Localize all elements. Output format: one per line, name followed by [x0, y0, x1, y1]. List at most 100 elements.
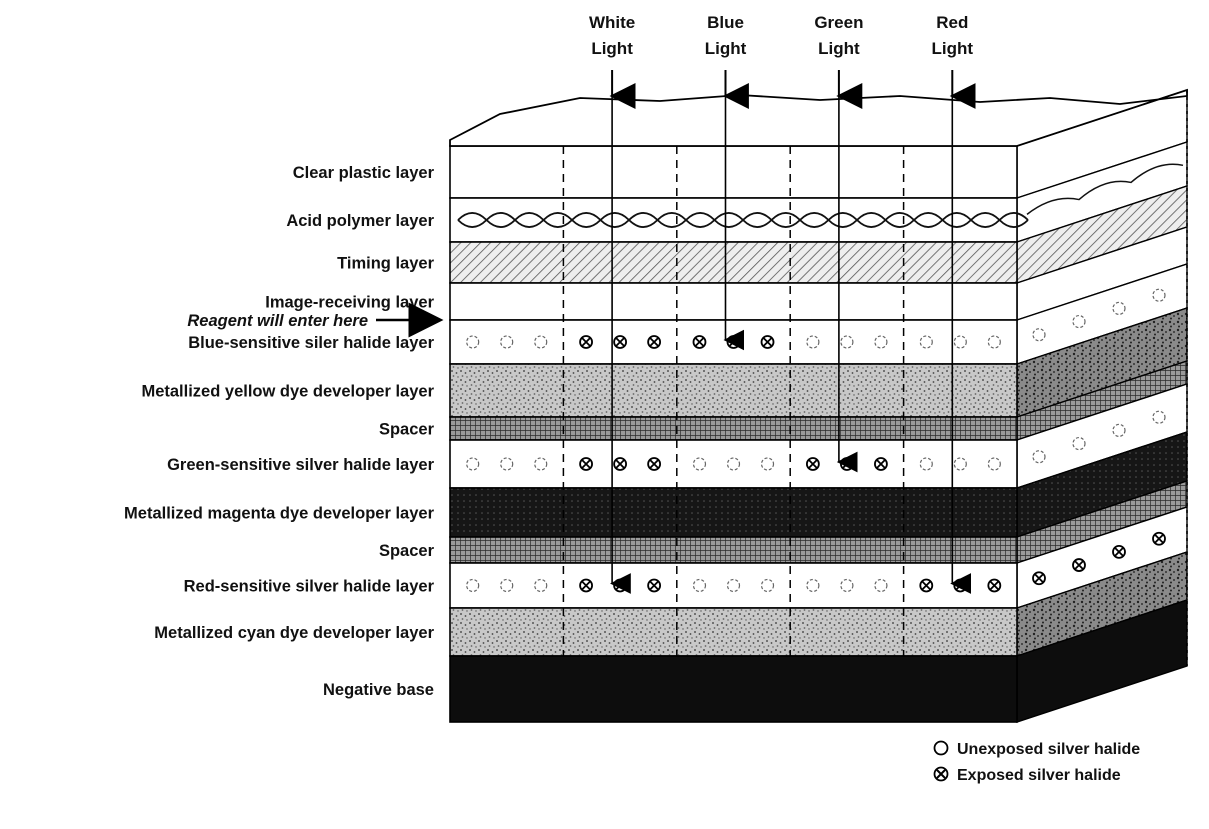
unexposed-halide-grain [726, 578, 741, 593]
unexposed-halide-grain [500, 578, 514, 593]
side-halide-grain [1112, 301, 1126, 315]
unexposed-halide-grain [500, 335, 514, 349]
unexposed-halide-grain [760, 457, 775, 471]
layer-label-clear: Clear plastic layer [293, 164, 435, 182]
unexposed-halide-grain [692, 578, 707, 593]
exposed-halide-grain [953, 578, 968, 593]
exposed-halide-grain [760, 335, 775, 349]
block-front-face [449, 145, 1029, 723]
side-halide-grain [1032, 328, 1046, 342]
exposed-halide-grain [692, 335, 707, 349]
front-layer-spacer-2 [449, 536, 1018, 564]
unexposed-halide-grain [760, 578, 775, 593]
exposed-halide-grain [613, 335, 627, 349]
light-label-line2: Light [705, 39, 747, 58]
layer-label-green-halide: Green-sensitive silver halide layer [167, 456, 434, 474]
exposed-halide-grain [805, 457, 820, 471]
layer-label-spacer-2: Spacer [379, 542, 435, 560]
side-halide-grain [1152, 531, 1166, 546]
unexposed-halide-grain [987, 457, 1001, 471]
side-halide-grain [1112, 545, 1126, 559]
acid-polymer-strand [457, 212, 1029, 228]
layer-label-timing: Timing layer [337, 255, 434, 273]
legend-label: Exposed silver halide [957, 767, 1121, 784]
exposed-halide-grain [987, 578, 1002, 593]
layer-label-receiving: Image-receiving layer [265, 294, 434, 312]
exposed-halide-grain [874, 457, 888, 471]
unexposed-halide-grain [534, 335, 548, 349]
exposed-halide-grain [647, 335, 662, 349]
light-label-line1: Blue [707, 13, 744, 32]
unexposed-halide-grain [953, 457, 967, 471]
block-side-face [1016, 89, 1188, 723]
layer-label-blue-halide: Blue-sensitive siler halide layer [188, 334, 434, 352]
unexposed-halide-grain [874, 335, 888, 349]
side-halide-grain [1072, 436, 1086, 451]
exposed-halide-grain [647, 457, 662, 471]
front-layer-magenta-dye [449, 487, 1018, 538]
unexposed-halide-grain [692, 457, 707, 471]
reagent-entry: Reagent will enter here [187, 302, 444, 338]
unexposed-halide-grain [466, 457, 480, 471]
side-halide-grain [1152, 410, 1166, 424]
layer-label-yellow-dye: Metallized yellow dye developer layer [141, 383, 434, 401]
unexposed-halide-grain [874, 578, 888, 593]
unexposed-halide-grain [466, 578, 480, 593]
layer-label-red-halide: Red-sensitive silver halide layer [184, 578, 435, 596]
layer-label-acid: Acid polymer layer [286, 212, 434, 230]
side-halide-grain [1032, 450, 1046, 464]
legend-label: Unexposed silver halide [957, 741, 1140, 758]
unexposed-halide-grain [953, 335, 967, 349]
light-label-line2: Light [932, 39, 974, 58]
unexposed-halide-grain [806, 335, 820, 349]
acid-polymer-strand-side [1026, 163, 1184, 215]
front-layer-negative-base [449, 655, 1018, 723]
unexposed-halide-grain [840, 335, 854, 349]
exposed-halide-grain [840, 457, 854, 471]
unexposed-halide-grain [466, 335, 480, 349]
light-label-line2: Light [591, 39, 633, 58]
exposed-halide-grain [579, 335, 593, 349]
exposed-halide-grain [613, 578, 627, 593]
unexposed-halide-grain [500, 457, 514, 471]
unexposed-halide-grain [806, 578, 820, 593]
unexposed-halide-grain [840, 578, 854, 593]
front-layer-timing [449, 241, 1018, 284]
front-layer-receiving [449, 282, 1018, 321]
side-halide-grain [1072, 314, 1086, 329]
unexposed-halide-grain [534, 578, 548, 593]
front-layer-cyan-dye [449, 607, 1018, 657]
unexposed-halide-grain [987, 335, 1001, 349]
legend-item-exposed: Exposed silver halide [933, 766, 1121, 784]
side-halide-grain [1072, 558, 1086, 572]
exposed-halide-grain [647, 578, 662, 593]
exposed-halide-grain [613, 457, 627, 471]
front-layer-yellow-dye [449, 363, 1018, 418]
layer-label-spacer-1: Spacer [379, 421, 435, 439]
front-layer-acid [449, 197, 1018, 243]
light-label-line1: Green [814, 13, 863, 32]
reagent-label: Reagent will enter here [187, 312, 368, 330]
front-layer-spacer-1 [449, 416, 1018, 441]
unexposed-halide-grain [726, 457, 741, 471]
side-halide-grain [1032, 571, 1046, 586]
front-layer-clear [449, 145, 1018, 199]
unexposed-halide-grain [919, 457, 933, 471]
light-label-line2: Light [818, 39, 860, 58]
light-column-dividers [562, 146, 905, 656]
layer-label-cyan-dye: Metallized cyan dye developer layer [154, 624, 434, 642]
side-halide-grain [1152, 288, 1166, 302]
legend-item-unexposed: Unexposed silver halide [933, 740, 1140, 758]
light-label-line1: White [589, 13, 635, 32]
exposed-halide-grain [579, 578, 593, 593]
light-label-line1: Red [936, 13, 968, 32]
